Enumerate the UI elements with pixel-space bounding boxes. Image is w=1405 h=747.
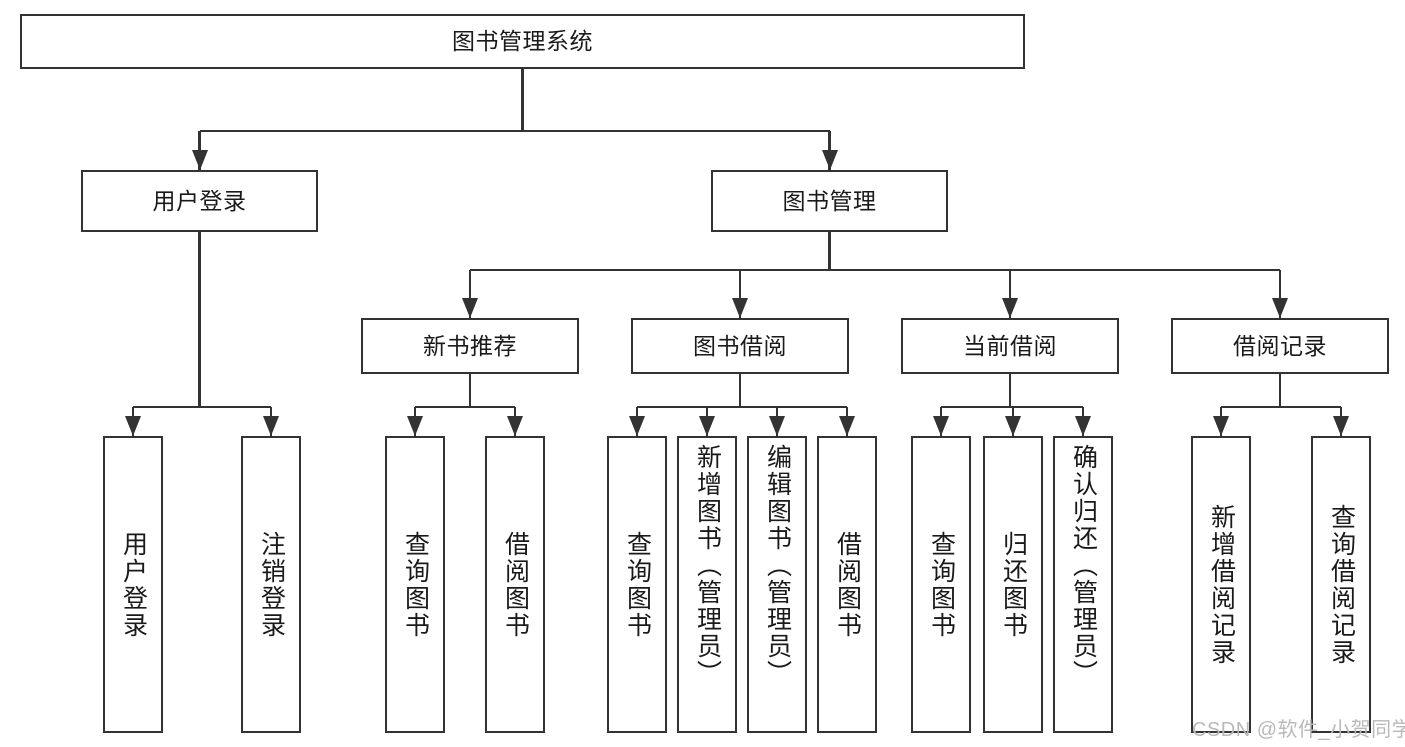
- connector-user-login-bus: [133, 405, 271, 409]
- connector-arrowhead: [821, 150, 838, 170]
- node-label: 新增借阅记录: [1207, 503, 1236, 666]
- node-label: 注销登录: [257, 530, 286, 639]
- node-leaf-query-borrow-record[interactable]: 查询借阅记录: [1311, 436, 1371, 733]
- node-borrow-record[interactable]: 借阅记录: [1171, 318, 1389, 374]
- connector-borrow-record-bus: [1221, 405, 1341, 409]
- connector-root-bus: [199, 129, 830, 133]
- node-label: 借阅图书: [501, 530, 530, 639]
- connector-arrowhead: [1333, 416, 1349, 436]
- node-root[interactable]: 图书管理系统: [20, 14, 1025, 69]
- node-label: 新书推荐: [423, 332, 517, 359]
- node-leaf-borrow-book-rec[interactable]: 借阅图书: [485, 436, 545, 733]
- connector-arrowhead: [1075, 416, 1091, 436]
- connector-user-login-stem: [198, 232, 201, 407]
- connector-arrowhead: [407, 416, 423, 436]
- node-leaf-edit-book-admin[interactable]: 编辑图书（管理员）: [747, 436, 807, 733]
- connector-arrowhead: [933, 416, 949, 436]
- node-leaf-return-book[interactable]: 归还图书: [983, 436, 1043, 733]
- connector-new-book-rec-bus: [415, 405, 515, 409]
- connector-book-borrow-stem: [738, 374, 742, 407]
- connector-borrow-record-stem: [1278, 374, 1282, 407]
- node-leaf-add-book-admin[interactable]: 新增图书（管理员）: [677, 436, 737, 733]
- node-label: 确认归还（管理员）: [1069, 444, 1098, 687]
- connector-arrowhead: [1272, 298, 1288, 318]
- connector-to-borrow-record: [1278, 270, 1282, 318]
- node-label: 用户登录: [152, 187, 247, 214]
- node-label: 查询图书: [401, 530, 430, 639]
- connector-root-stem: [521, 69, 524, 131]
- connector-arrowhead: [769, 416, 785, 436]
- node-leaf-logout[interactable]: 注销登录: [241, 436, 301, 733]
- csdn-watermark: CSDN @软件_小贺同学: [1192, 719, 1405, 741]
- connector-arrowhead: [1002, 298, 1018, 318]
- node-label: 查询图书: [623, 530, 652, 639]
- connector-current-borrow-stem: [1008, 374, 1012, 407]
- connector-book-manage-bus: [470, 268, 1280, 272]
- connector-new-book-rec-stem: [468, 374, 472, 407]
- node-book-manage[interactable]: 图书管理: [711, 170, 948, 232]
- connector-book-manage-stem: [828, 232, 831, 270]
- node-leaf-query-book-current[interactable]: 查询图书: [911, 436, 971, 733]
- node-label: 图书借阅: [693, 332, 787, 359]
- node-leaf-confirm-return-admin[interactable]: 确认归还（管理员）: [1053, 436, 1113, 733]
- node-label: 查询借阅记录: [1327, 503, 1356, 666]
- connector-arrowhead: [191, 150, 208, 170]
- connector-arrowhead: [462, 298, 478, 318]
- connector-arrowhead: [263, 416, 279, 436]
- node-leaf-borrow-book[interactable]: 借阅图书: [817, 436, 877, 733]
- node-leaf-query-book-borrow[interactable]: 查询图书: [607, 436, 667, 733]
- node-book-borrow[interactable]: 图书借阅: [631, 318, 849, 374]
- connector-arrowhead: [125, 416, 141, 436]
- connector-to-new-book-rec: [468, 270, 472, 318]
- connector-arrowhead: [629, 416, 645, 436]
- node-leaf-add-borrow-record[interactable]: 新增借阅记录: [1191, 436, 1251, 733]
- node-label: 图书管理: [782, 187, 877, 214]
- node-label: 借阅记录: [1233, 332, 1327, 359]
- connector-arrowhead: [1005, 416, 1021, 436]
- connector-to-book-borrow: [738, 270, 742, 318]
- node-leaf-query-book-rec[interactable]: 查询图书: [385, 436, 445, 733]
- connector-arrowhead: [732, 298, 748, 318]
- connector-arrowhead: [1213, 416, 1229, 436]
- node-label: 图书管理系统: [452, 28, 593, 55]
- connector-arrowhead: [699, 416, 715, 436]
- node-label: 用户登录: [119, 530, 148, 639]
- connector-to-current-borrow: [1008, 270, 1012, 318]
- connector-arrowhead: [839, 416, 855, 436]
- node-new-book-rec[interactable]: 新书推荐: [361, 318, 579, 374]
- node-leaf-user-login[interactable]: 用户登录: [103, 436, 163, 733]
- node-label: 查询图书: [927, 530, 956, 639]
- node-label: 新增图书（管理员）: [693, 444, 722, 687]
- node-label: 当前借阅: [963, 332, 1057, 359]
- node-label: 借阅图书: [833, 530, 862, 639]
- node-label: 编辑图书（管理员）: [763, 444, 792, 687]
- connector-book-borrow-bus: [637, 405, 847, 409]
- connector-arrowhead: [507, 416, 523, 436]
- node-current-borrow[interactable]: 当前借阅: [901, 318, 1119, 374]
- node-user-login[interactable]: 用户登录: [81, 170, 318, 232]
- node-label: 归还图书: [999, 530, 1028, 639]
